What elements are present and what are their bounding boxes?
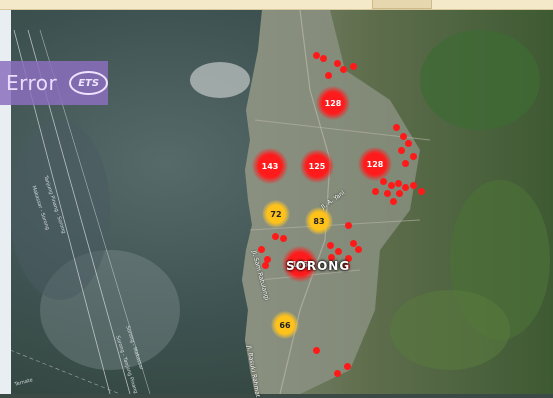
- incident-dot[interactable]: [345, 222, 352, 229]
- cluster-marker[interactable]: 128: [358, 147, 392, 181]
- ets-logo: ETS: [69, 71, 108, 95]
- top-toolbar: [0, 0, 553, 10]
- incident-dot[interactable]: [262, 262, 269, 269]
- incident-dot[interactable]: [272, 233, 279, 240]
- incident-dot[interactable]: [393, 124, 400, 131]
- incident-dot[interactable]: [325, 72, 332, 79]
- incident-dot[interactable]: [264, 256, 271, 263]
- incident-dot[interactable]: [335, 248, 342, 255]
- cluster-count: 175: [291, 259, 309, 269]
- incident-dot[interactable]: [400, 133, 407, 140]
- incident-dot[interactable]: [327, 242, 334, 249]
- incident-dot[interactable]: [410, 153, 417, 160]
- cluster-count: 125: [308, 161, 326, 171]
- incident-dot[interactable]: [390, 198, 397, 205]
- city-label: SORONG: [286, 259, 351, 273]
- cluster-count: 128: [324, 98, 342, 108]
- error-text: Error: [6, 71, 58, 95]
- incident-dot[interactable]: [410, 182, 417, 189]
- incident-dot[interactable]: [344, 363, 351, 370]
- incident-dot[interactable]: [350, 240, 357, 247]
- incident-dot[interactable]: [405, 140, 412, 147]
- incident-dot[interactable]: [384, 190, 391, 197]
- cluster-marker[interactable]: 175: [282, 246, 318, 282]
- left-edge-strip: [0, 10, 11, 394]
- incident-dot[interactable]: [402, 160, 409, 167]
- incident-dot[interactable]: [396, 190, 403, 197]
- cluster-marker[interactable]: 66: [271, 311, 299, 339]
- incident-dot[interactable]: [398, 147, 405, 154]
- incident-dot[interactable]: [334, 60, 341, 67]
- incident-dot[interactable]: [380, 178, 387, 185]
- cluster-count: 72: [270, 209, 282, 219]
- incident-dot[interactable]: [334, 370, 341, 377]
- incident-dot[interactable]: [313, 347, 320, 354]
- incident-dot[interactable]: [350, 63, 357, 70]
- incident-dot[interactable]: [355, 246, 362, 253]
- cluster-marker[interactable]: 125: [300, 149, 334, 183]
- error-overlay: Error ETS: [0, 61, 108, 105]
- incident-dot[interactable]: [280, 235, 287, 242]
- cluster-count: 83: [313, 216, 325, 226]
- incident-dot[interactable]: [345, 255, 352, 262]
- cluster-marker[interactable]: 143: [252, 148, 288, 184]
- incident-dot[interactable]: [343, 263, 350, 270]
- incident-dot[interactable]: [258, 246, 265, 253]
- cluster-marker[interactable]: 83: [305, 207, 333, 235]
- cluster-marker[interactable]: 72: [262, 200, 290, 228]
- incident-dot[interactable]: [402, 184, 409, 191]
- cluster-marker[interactable]: 128: [316, 86, 350, 120]
- cluster-count: 143: [261, 161, 279, 171]
- incident-dot[interactable]: [313, 52, 320, 59]
- incident-dot[interactable]: [320, 55, 327, 62]
- incident-dot[interactable]: [372, 188, 379, 195]
- incident-dot[interactable]: [388, 182, 395, 189]
- incident-dot[interactable]: [328, 254, 335, 261]
- incident-dot[interactable]: [340, 66, 347, 73]
- incident-dot[interactable]: [418, 188, 425, 195]
- toolbar-tab[interactable]: [372, 0, 432, 9]
- cluster-count: 128: [366, 159, 384, 169]
- incident-dot[interactable]: [395, 180, 402, 187]
- cluster-count: 66: [279, 320, 291, 330]
